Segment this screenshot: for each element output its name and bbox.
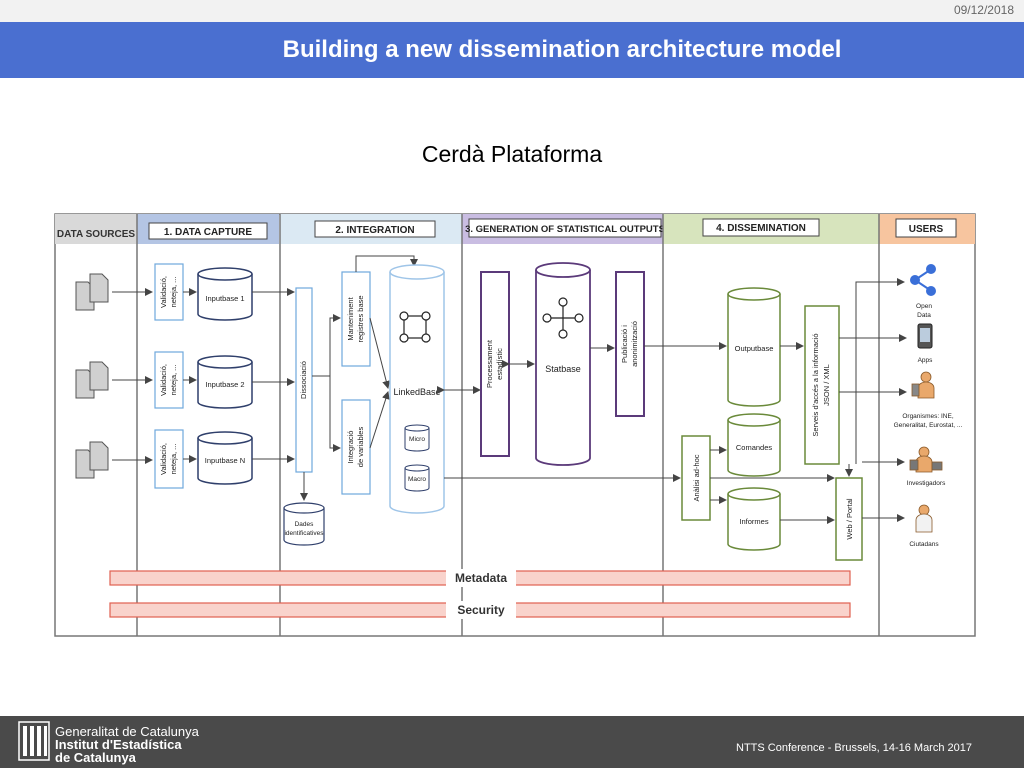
processament-label: estadístic (495, 348, 504, 380)
column-header-box (895, 218, 957, 238)
serveis-label: JSON / XML (822, 364, 831, 406)
validation-box (154, 429, 184, 489)
column-header-box (314, 220, 436, 238)
publicacio-label: Publicació i (620, 325, 629, 363)
dades-identificatives-label: Dades (295, 521, 315, 528)
inputbase-2-label: Inputbase 2 (205, 380, 244, 389)
security-label-bg (446, 601, 516, 619)
generalitat-logo (18, 721, 50, 761)
validation-label: neteja, ... (169, 365, 178, 396)
document-icon (75, 441, 109, 479)
footer-logo-line-2: Institut d'Estadística (55, 737, 182, 752)
serveis-box (804, 305, 840, 465)
column-label-integration: 2. INTEGRATION (335, 225, 414, 236)
dades-identificatives-cylinder (283, 502, 325, 546)
web-portal-label: Web / Portal (845, 498, 854, 539)
slide-title: Building a new dissemination architectur… (282, 36, 842, 63)
inputbase-n-cylinder (197, 431, 253, 485)
outputbase-cylinder (727, 287, 781, 407)
web-portal-box (835, 477, 863, 561)
column-label-dissemination: 4. DISSEMINATION (716, 223, 806, 234)
document-icon (75, 361, 109, 399)
organismes-label: Organismes: INE, (902, 413, 953, 420)
inputbase-2-cylinder (197, 355, 253, 409)
processament-label: Processament (485, 339, 494, 388)
citizen-icon (915, 504, 933, 533)
metadata-label-bg (446, 569, 516, 587)
document-icon (75, 273, 109, 311)
linkedbase-label: LinkedBase (393, 387, 440, 397)
statbase-label: Statbase (545, 364, 581, 374)
validation-label: neteja, ... (169, 277, 178, 308)
network-icon (542, 297, 584, 339)
publicacio-box (615, 271, 645, 417)
manteniment-label: registres base (356, 295, 365, 342)
footer-logo-line-3: de Catalunya (55, 750, 136, 765)
footer-conference: NTTS Conference - Brussels, 14-16 March … (736, 742, 972, 754)
comandes-label: Comandes (736, 443, 773, 452)
investigadors-label: Investigadors (907, 480, 946, 487)
dades-identificatives-label: identificatives (284, 530, 324, 537)
column-label-generation: 3. GENERATION OF STATISTICAL OUTPUTS (465, 224, 665, 235)
serveis-label: Serveis d'accés a la informació (811, 333, 820, 436)
integracio-box (341, 399, 371, 495)
validation-label: Validació, (159, 443, 168, 475)
macro-cylinder (404, 464, 430, 492)
column-label-data-sources: DATA SOURCES (57, 229, 135, 240)
micro-cylinder (404, 424, 430, 452)
integracio-label: de variables (356, 427, 365, 468)
inputbase-1-label: Inputbase 1 (205, 294, 244, 303)
diagram-subtitle: Cerdà Plataforma (421, 141, 603, 167)
top-bar (0, 0, 1024, 22)
validation-box (154, 351, 184, 409)
slide-date: 09/12/2018 (953, 3, 1014, 17)
macro-label: Macro (408, 476, 426, 483)
researcher-icon (909, 446, 943, 473)
network-icon (399, 311, 431, 343)
metadata-label: Metadata (455, 571, 507, 585)
comandes-cylinder (727, 413, 781, 477)
informes-cylinder (727, 487, 781, 551)
manteniment-label: Manteniment (346, 296, 355, 340)
micro-label: Micro (409, 436, 425, 443)
analisi-label: Anàlisi ad-hoc (692, 454, 701, 501)
outputbase-label: Outputbase (735, 344, 774, 353)
validation-label: Validació, (159, 276, 168, 308)
column-label-data-capture: 1. DATA CAPTURE (164, 227, 252, 238)
open-data-label: Open (916, 303, 932, 310)
person-icon (911, 371, 935, 399)
apps-label: Apps (918, 357, 934, 364)
open-data-label: Data (917, 312, 931, 319)
informes-label: Informes (739, 517, 768, 526)
validation-label: neteja, ... (169, 444, 178, 475)
share-icon (910, 264, 936, 296)
security-label: Security (457, 603, 505, 617)
publicacio-label: anonimització (630, 321, 639, 367)
column-header-data-sources (55, 214, 137, 244)
footer-bar (0, 716, 1024, 768)
column-header-box (468, 218, 662, 238)
title-bar (0, 22, 1024, 78)
footer-logo-line-1: Generalitat de Catalunya (55, 724, 199, 739)
column-label-users: USERS (909, 224, 944, 235)
validation-label: Validació, (159, 364, 168, 396)
ciutadans-label: Ciutadans (909, 541, 939, 548)
organismes-label: Generalitat, Eurostat, ... (894, 422, 963, 429)
column-header-box (148, 222, 268, 240)
column-header-box (702, 218, 820, 237)
inputbase-n-label: Inputbase N (205, 456, 245, 465)
integracio-label: Integració (346, 431, 355, 464)
inputbase-1-cylinder (197, 267, 253, 321)
phone-icon (917, 323, 933, 349)
dissociacio-label: Dissociació (299, 361, 308, 399)
